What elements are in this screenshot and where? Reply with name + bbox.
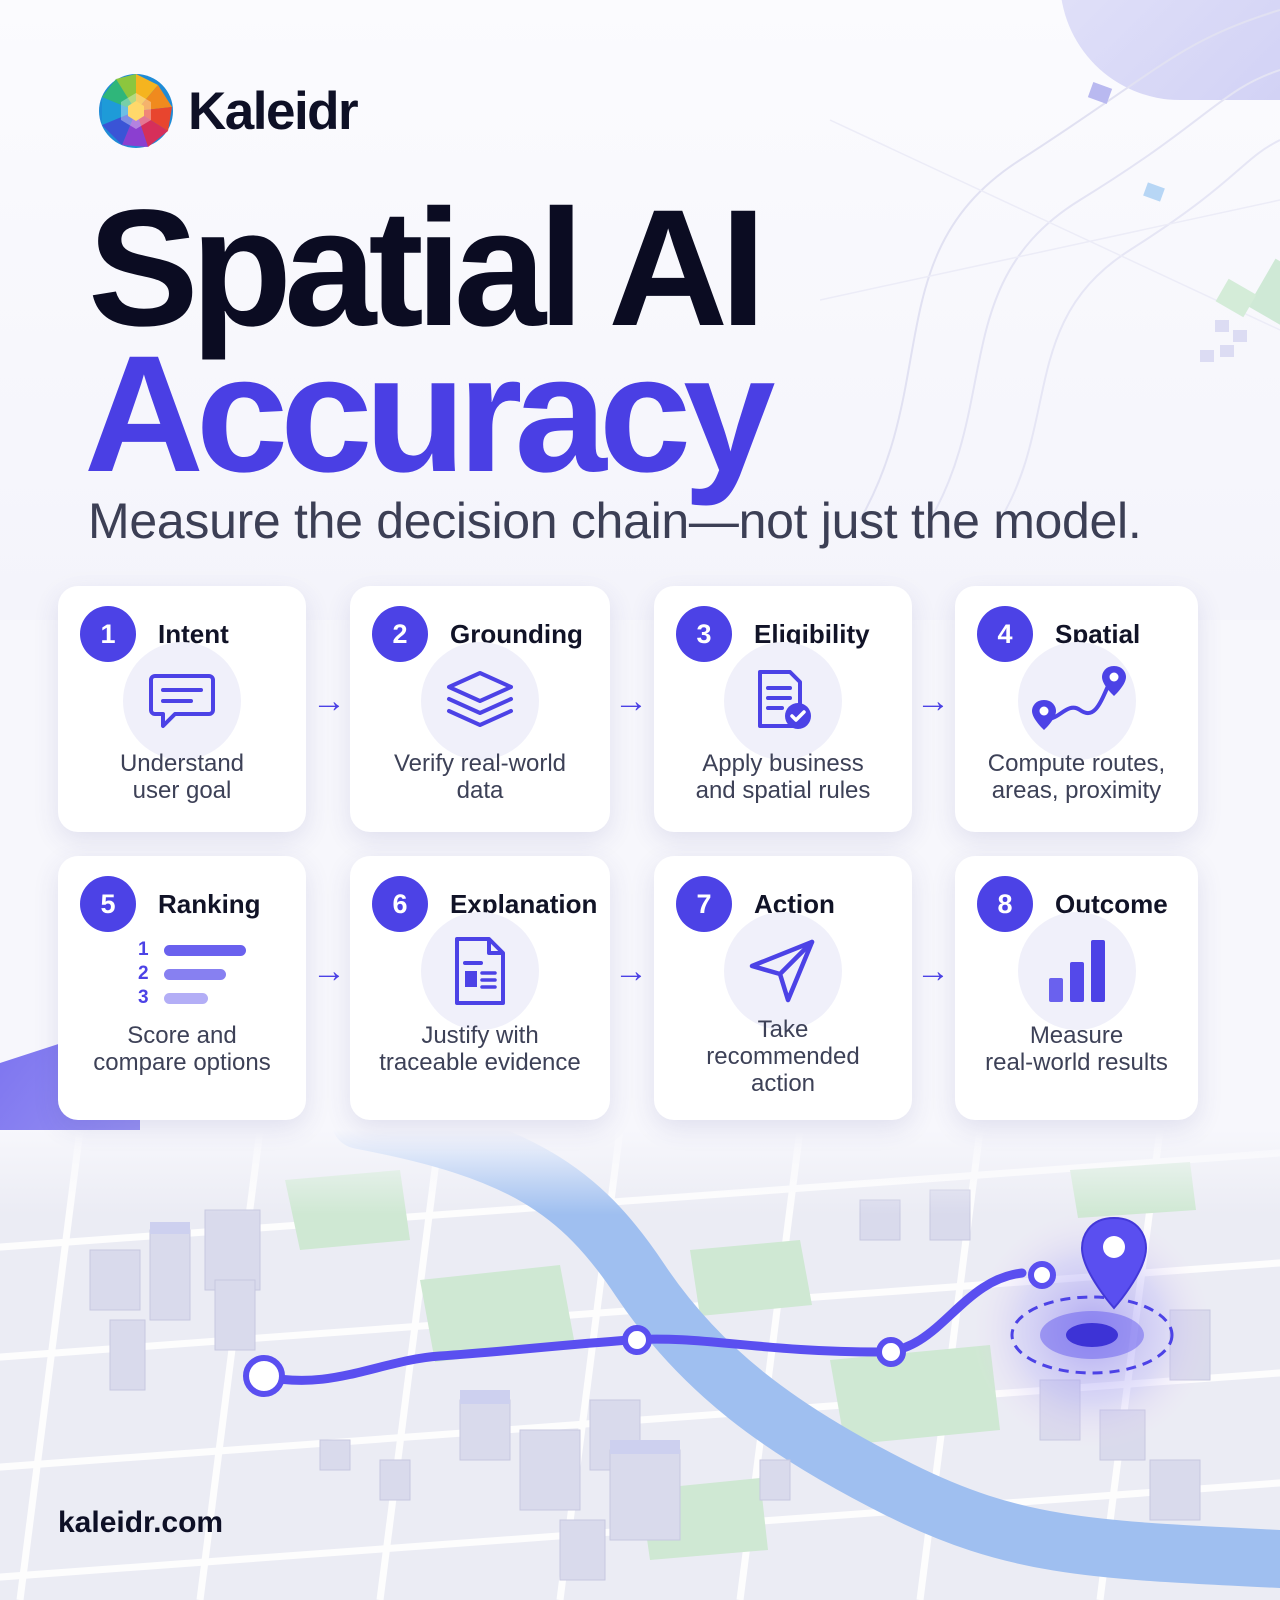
step-icon-container xyxy=(421,912,539,1030)
step-description: Score and compare options xyxy=(93,1022,271,1076)
step-card-explanation: 6 Explanation Justify with traceable evi… xyxy=(350,856,610,1120)
step-icon-container xyxy=(1017,912,1136,1030)
step-card-action: 7 Action Take recommended action xyxy=(654,856,912,1120)
step-number-badge: 1 xyxy=(80,606,136,662)
step-description: Justify with traceable evidence xyxy=(379,1022,581,1076)
rank-row: 1 xyxy=(138,938,258,962)
step-title: Ranking xyxy=(158,888,261,919)
rank-bar xyxy=(164,944,246,956)
decorative-map-lines xyxy=(820,9,1280,520)
step-number-badge: 7 xyxy=(676,876,732,932)
flow-arrow: → xyxy=(916,952,950,990)
route-pins-icon xyxy=(1031,666,1126,730)
city-map-graphic xyxy=(0,1130,1280,1600)
step-number-badge: 3 xyxy=(676,606,732,662)
step-description: Understand user goal xyxy=(119,750,245,804)
step-card-grounding: 2 Grounding Verify real-world data xyxy=(350,586,610,832)
step-number-badge: 2 xyxy=(372,606,428,662)
flow-arrow: → xyxy=(916,682,950,720)
page-background xyxy=(0,0,1280,620)
step-number-badge: 4 xyxy=(977,606,1033,662)
rank-number: 2 xyxy=(138,963,149,984)
flow-arrow: → xyxy=(614,952,648,990)
step-card-spatial: 4 Spatial Compute routes, areas, proximi… xyxy=(955,586,1198,832)
step-icon-container xyxy=(123,642,241,760)
hero-title-line-1: Spatial AI xyxy=(88,176,766,361)
rank-number: 1 xyxy=(138,939,149,960)
rank-row: 3 xyxy=(138,986,258,1010)
rank-bar xyxy=(164,968,226,980)
city-map-illustration xyxy=(0,1130,1280,1600)
step-card-outcome: 8 Outcome Measure real-world results xyxy=(955,856,1198,1120)
step-header: 1 Intent xyxy=(80,606,229,662)
step-header: 5 Ranking xyxy=(80,876,261,932)
footer-website-url: kaleidr.com xyxy=(58,1506,224,1539)
step-description: Compute routes, areas, proximity xyxy=(987,750,1166,804)
kaleidoscope-logo-icon xyxy=(99,74,173,148)
report-document-icon xyxy=(455,937,505,1005)
flow-arrow: → xyxy=(312,682,346,720)
step-icon-container xyxy=(1017,642,1136,760)
brand-name: Kaleidr xyxy=(188,81,359,141)
brand-header: Kaleidr xyxy=(98,73,359,149)
bar-chart-icon xyxy=(1048,940,1105,1002)
checklist-document-icon xyxy=(758,670,811,729)
ranked-list-icon: 1 2 3 xyxy=(138,938,258,1010)
step-header: 7 Action xyxy=(676,876,835,932)
step-icon-container xyxy=(421,642,539,760)
step-card-intent: 1 Intent Understand user goal xyxy=(58,586,306,832)
step-description: Take recommended action xyxy=(706,1016,860,1097)
rank-row: 2 xyxy=(138,962,258,986)
step-header: 2 Grounding xyxy=(372,606,583,662)
hero-subtitle: Measure the decision chain—not just the … xyxy=(88,493,1142,549)
step-number-badge: 8 xyxy=(977,876,1033,932)
step-number-badge: 6 xyxy=(372,876,428,932)
rank-number: 3 xyxy=(138,987,149,1008)
step-header: 3 Eligibility xyxy=(676,606,870,662)
flow-arrow: → xyxy=(614,682,648,720)
chat-bubble-icon xyxy=(149,674,215,728)
step-card-eligibility: 3 Eligibility Apply business and spatial… xyxy=(654,586,912,832)
rank-bar xyxy=(164,992,208,1004)
step-description: Verify real-world data xyxy=(393,750,567,804)
hero-title-line-2: Accuracy xyxy=(84,322,775,507)
layers-icon xyxy=(447,671,513,727)
step-card-ranking: 5 Ranking 1 2 3 Score and compare option… xyxy=(58,856,306,1120)
step-description: Apply business and spatial rules xyxy=(695,750,871,804)
step-icon-container xyxy=(724,912,842,1030)
step-icon-container xyxy=(724,642,842,760)
flow-arrow: → xyxy=(312,952,346,990)
step-description: Measure real-world results xyxy=(985,1022,1168,1076)
paper-plane-icon xyxy=(749,939,815,1003)
step-number-badge: 5 xyxy=(80,876,136,932)
